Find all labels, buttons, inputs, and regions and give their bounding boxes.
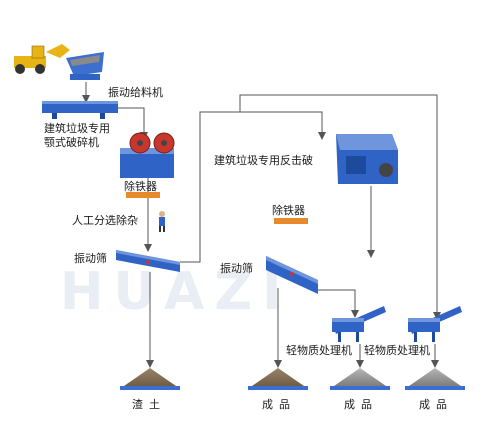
wheel-loader xyxy=(14,44,70,74)
iron-remover-1 xyxy=(126,192,160,198)
label-iron-remover-2: 除铁器 xyxy=(272,204,305,217)
jaw-crusher xyxy=(120,132,175,178)
label-jaw-crusher-line2: 颚式破碎机 xyxy=(44,136,99,149)
vibrating-screen-1 xyxy=(116,250,180,272)
output-product-3: 成品 xyxy=(419,398,453,411)
label-feeder: 振动给料机 xyxy=(108,86,163,99)
light-processor-machine-2 xyxy=(408,306,462,342)
product-pile-3 xyxy=(405,368,465,390)
output-residue: 渣土 xyxy=(132,398,166,411)
vibrating-screen-2 xyxy=(266,256,318,294)
worker-figure xyxy=(159,211,165,232)
label-light-processor-1: 轻物质处理机 xyxy=(286,344,352,357)
label-vibrating-screen-2: 振动筛 xyxy=(220,262,253,275)
iron-remover-2 xyxy=(274,218,308,224)
hopper xyxy=(66,52,104,80)
watermark: HUAZI xyxy=(60,262,292,322)
label-light-processor-2: 轻物质处理机 xyxy=(364,344,430,357)
output-product-1: 成品 xyxy=(262,398,296,411)
product-pile-1 xyxy=(248,368,308,390)
label-vibrating-screen-1: 振动筛 xyxy=(74,252,107,265)
vibrating-feeder xyxy=(42,101,118,119)
label-impact-crusher: 建筑垃圾专用反击破 xyxy=(214,154,313,167)
label-jaw-crusher-line1: 建筑垃圾专用 xyxy=(44,122,110,135)
flow-lines xyxy=(82,82,441,368)
product-pile-2 xyxy=(330,368,390,390)
impact-crusher xyxy=(336,134,398,184)
residue-pile xyxy=(120,368,180,390)
light-processor-machine-1 xyxy=(332,306,386,342)
label-manual-sorting: 人工分选除杂 xyxy=(72,214,138,227)
label-iron-remover-1: 除铁器 xyxy=(124,180,157,193)
output-product-2: 成品 xyxy=(344,398,378,411)
